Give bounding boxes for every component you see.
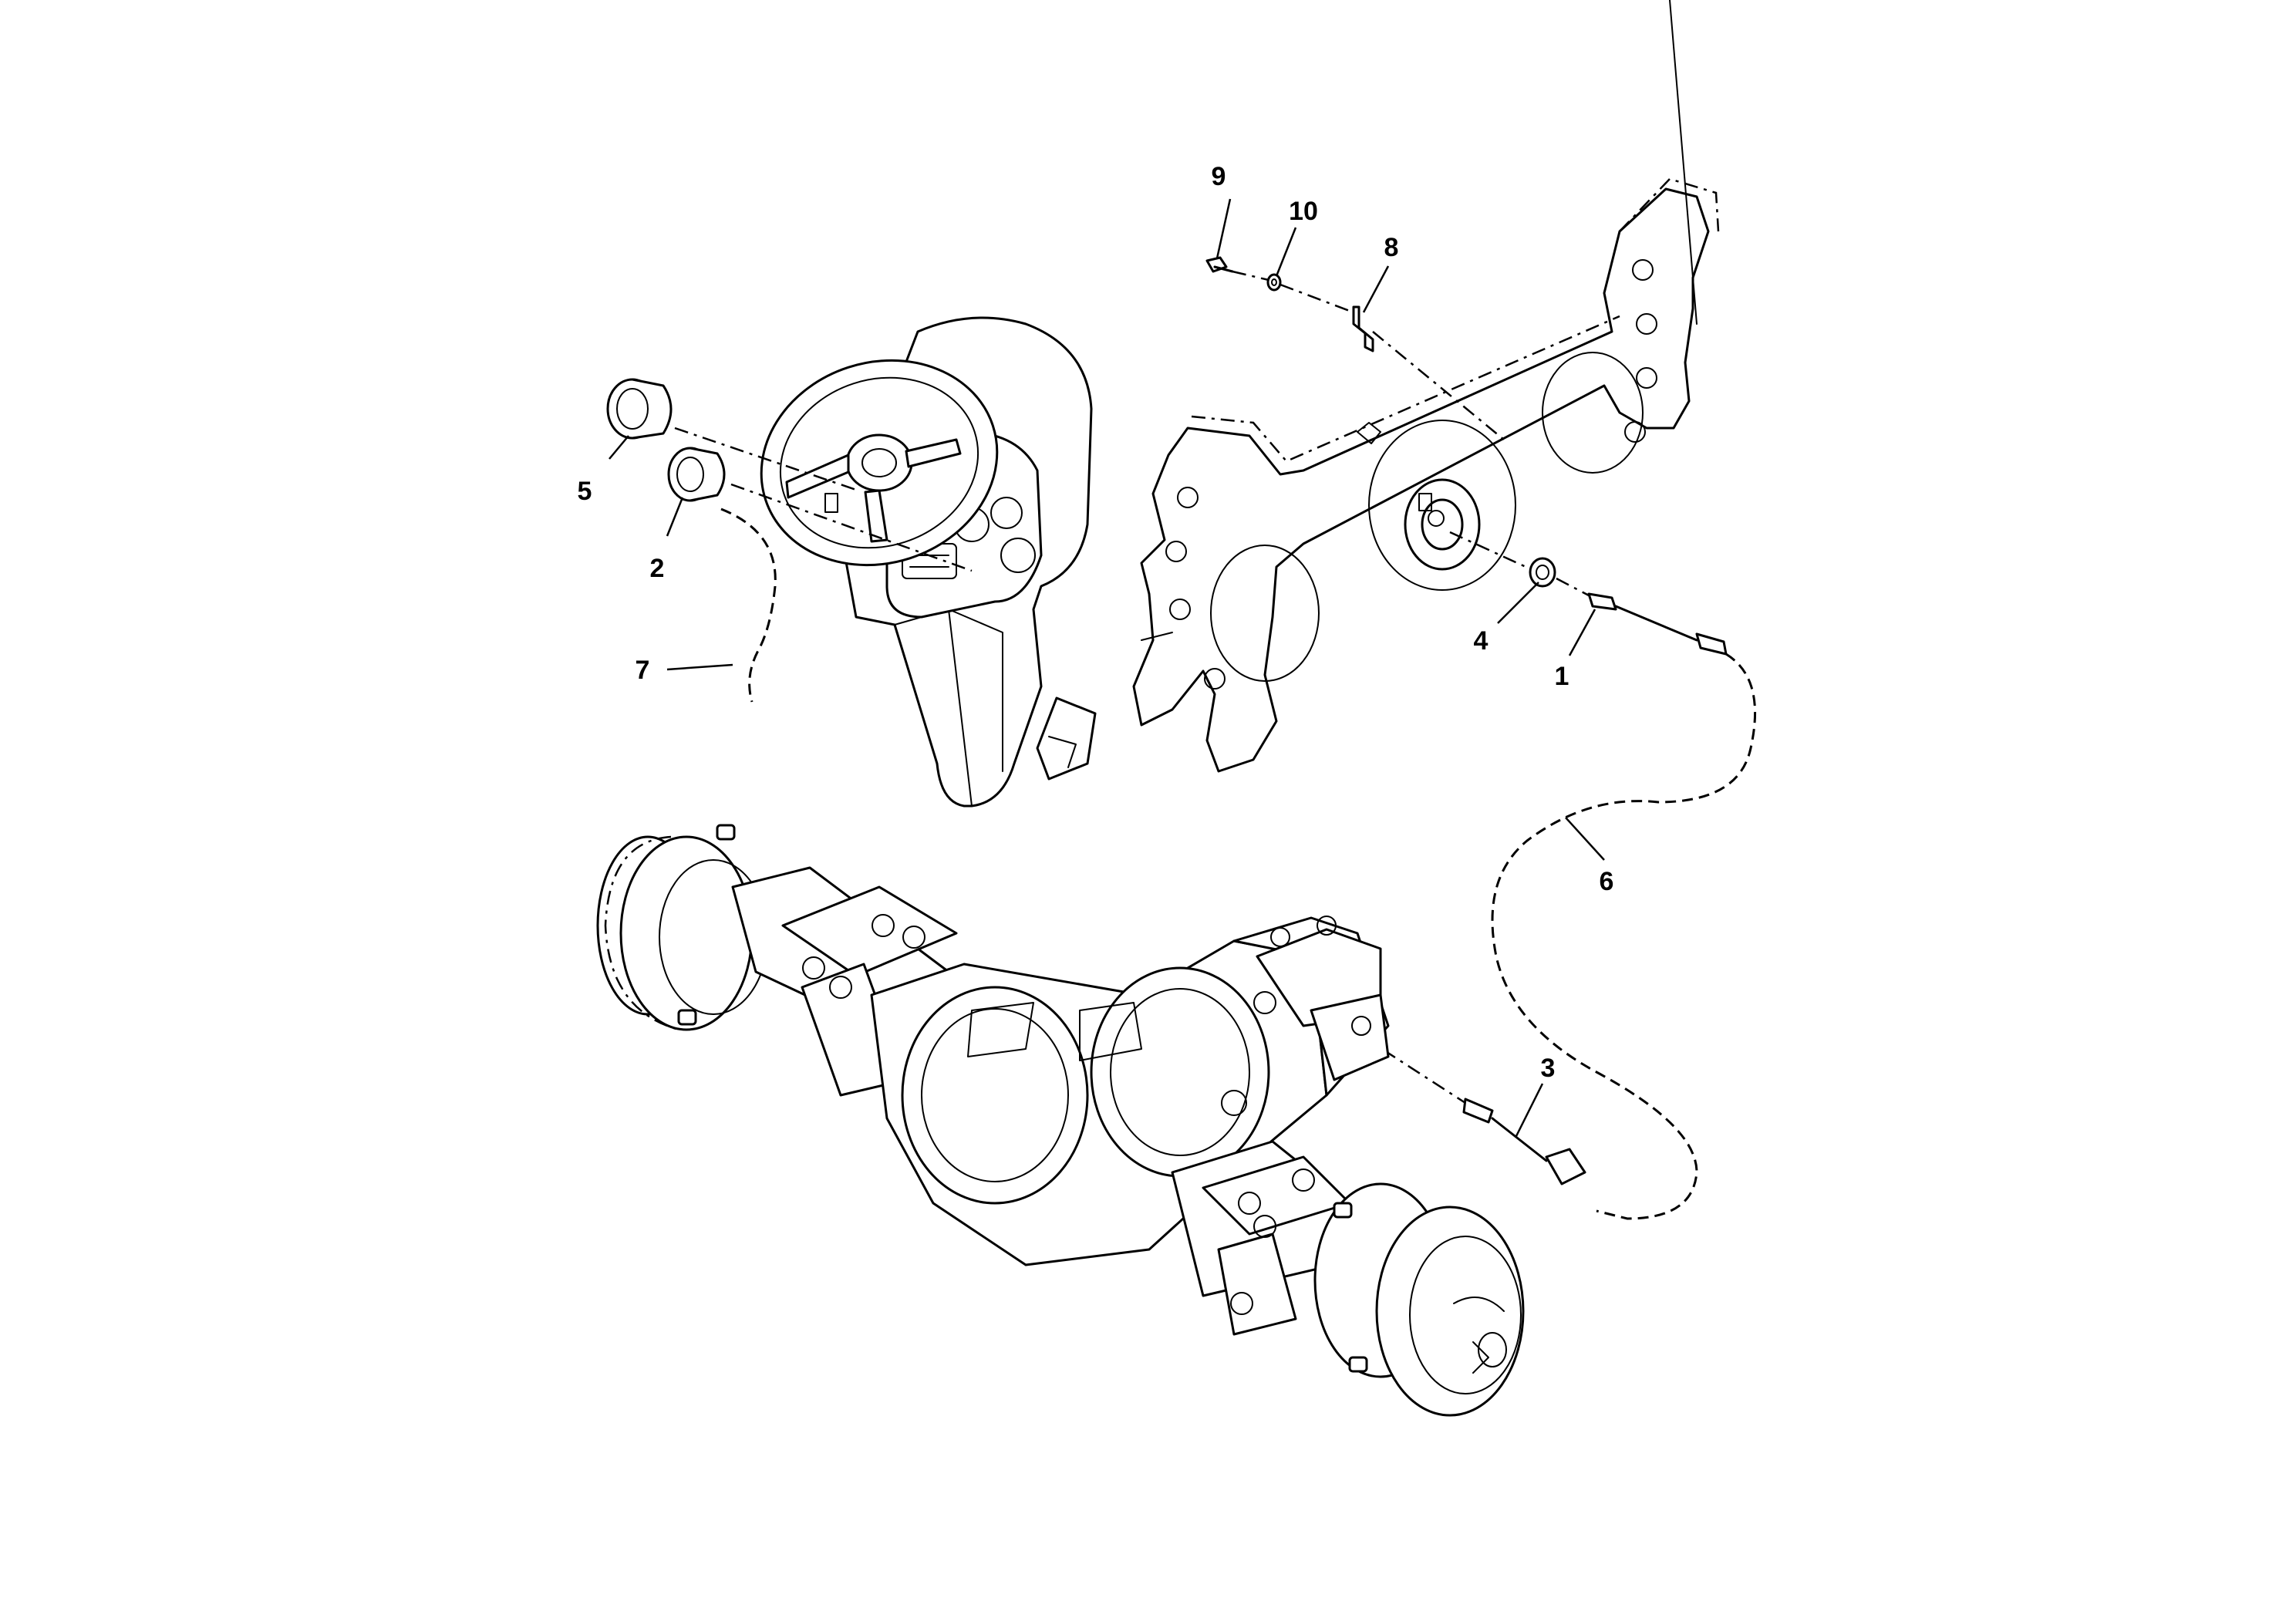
steering-wheel <box>760 359 999 567</box>
callout-1: 1 <box>1555 662 1569 691</box>
callout-10: 10 <box>1289 197 1318 226</box>
wire-harness-7 <box>720 508 777 703</box>
callout-labels: 9 10 8 5 2 7 4 1 6 3 <box>578 162 1614 1083</box>
control-knob-2 <box>667 447 726 502</box>
connector-4 <box>1529 557 1556 588</box>
callout-5: 5 <box>578 477 592 506</box>
callout-4: 4 <box>1474 626 1489 656</box>
callout-6: 6 <box>1600 867 1614 896</box>
right-wheel-hub <box>1313 1182 1525 1417</box>
control-knob-5 <box>606 378 673 440</box>
steering-console <box>760 316 1097 808</box>
mounting-plate <box>1132 0 1720 773</box>
callout-3: 3 <box>1541 1054 1556 1083</box>
callout-8: 8 <box>1384 233 1399 262</box>
speed-sensor-cable-3 <box>1333 1017 1586 1185</box>
callout-2: 2 <box>650 554 665 583</box>
wire-harness-6 <box>1491 653 1756 1220</box>
fastener-assembly <box>1205 256 1505 440</box>
callout-9: 9 <box>1212 162 1226 191</box>
leader-lines <box>609 198 1605 1138</box>
steering-column-hub <box>1357 422 1481 571</box>
sensor-cable-1 <box>1587 592 1728 656</box>
left-wheel-hub <box>596 824 768 1031</box>
callout-7: 7 <box>636 656 650 685</box>
drive-axle-assembly <box>596 824 1525 1417</box>
drive-motor <box>1232 916 1390 1097</box>
